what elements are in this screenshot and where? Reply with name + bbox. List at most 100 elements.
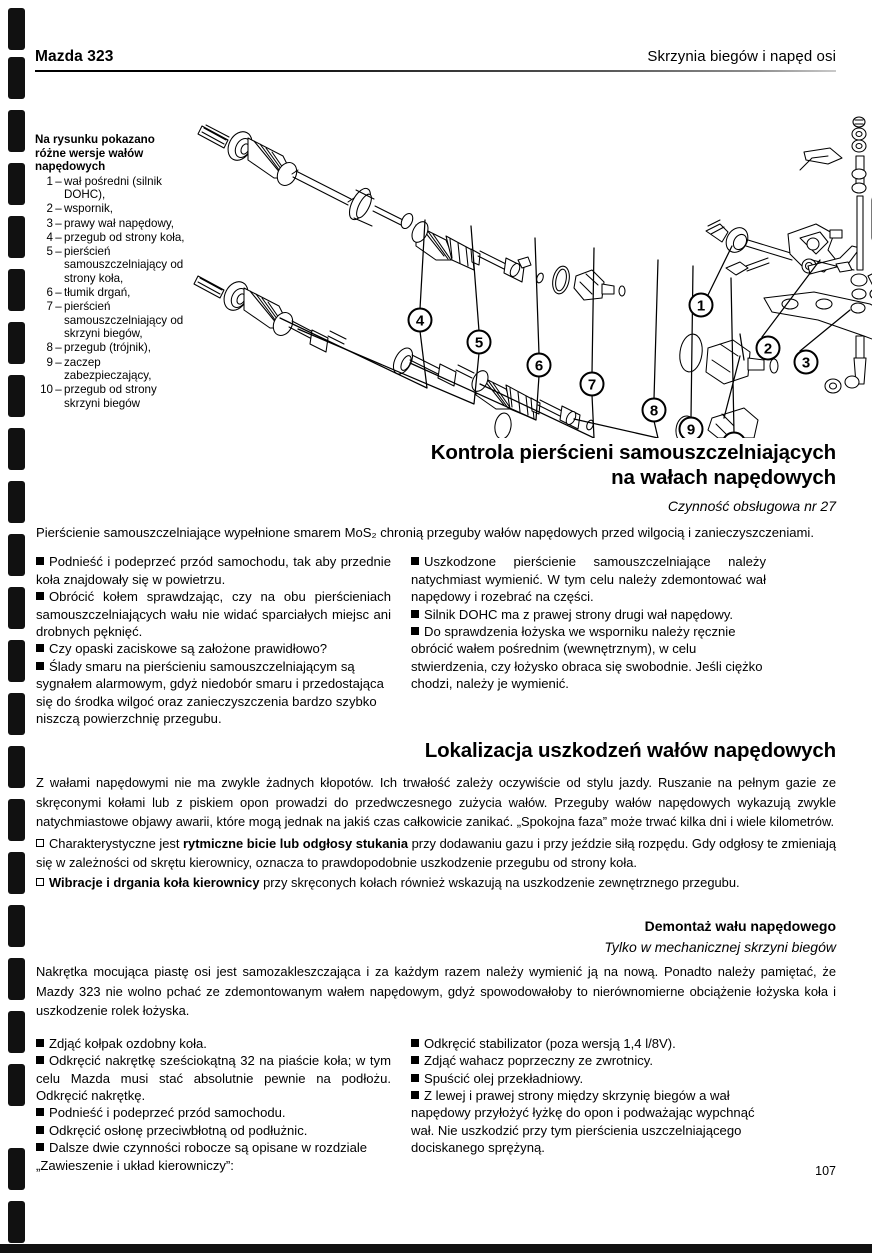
bullet-item: Do sprawdzenia łożyska we wsporniku nale… bbox=[411, 623, 766, 693]
legend-item-dash: – bbox=[55, 355, 62, 369]
spine-mark bbox=[8, 587, 25, 629]
bullet-square-icon bbox=[411, 1091, 419, 1099]
bullet-text: Spuścić olej przekładniowy. bbox=[424, 1070, 584, 1086]
lower-driveshaft bbox=[193, 275, 594, 438]
bullet-text: Odkręcić osłonę przeciwbłotną od podłużn… bbox=[49, 1122, 308, 1138]
section-ring-inspection: Kontrola pierścieni samouszczelniających… bbox=[36, 440, 836, 727]
ring-intro-paragraph: Pierścienie samouszczelniające wypełnion… bbox=[36, 525, 814, 540]
header-section-title: Skrzynia biegów i napęd osi bbox=[647, 48, 836, 65]
legend-item: 8–przegub (trójnik), bbox=[35, 341, 187, 355]
spine-mark bbox=[8, 534, 25, 576]
bullet-item: Dalsze dwie czynności robocze są opisane… bbox=[36, 1139, 391, 1174]
bullet-item: Odkręcić stabilizator (poza wersją 1,4 l… bbox=[411, 1035, 766, 1052]
legend-item: 9–zaczep zabezpieczający, bbox=[35, 356, 187, 383]
bullet-text: Z lewej i prawej strony między skrzynię … bbox=[411, 1088, 755, 1156]
bullet-item: Podnieść i podeprzeć przód samochodu, ta… bbox=[36, 553, 391, 588]
legend-title-line-1: Na rysunku pokazano bbox=[35, 133, 155, 146]
callout-4: 4 bbox=[407, 307, 433, 333]
upper-driveshaft bbox=[197, 124, 626, 301]
spine-mark bbox=[8, 852, 25, 894]
legend-item-number: 2 bbox=[46, 202, 53, 216]
section-fault-location: Lokalizacja uszkodzeń wałów napędowych Z… bbox=[36, 738, 836, 893]
legend-item-number: 10 bbox=[40, 383, 53, 397]
spine-mark bbox=[8, 905, 25, 947]
legend-item-label: przegub od strony skrzyni biegów bbox=[64, 383, 157, 410]
spine-mark bbox=[8, 958, 25, 1000]
callout-label: 8 bbox=[650, 403, 658, 420]
legend-item-label: wspornik, bbox=[64, 202, 113, 216]
callout-2: 2 bbox=[755, 335, 781, 361]
callout-6: 6 bbox=[526, 352, 552, 378]
bullet-item: Silnik DOHC ma z prawej strony drugi wał… bbox=[411, 606, 766, 623]
bullet-square-icon bbox=[411, 1073, 419, 1082]
bullet-square-icon bbox=[411, 557, 419, 566]
bullet-square-icon bbox=[411, 627, 419, 636]
ring-bullets-left: Podnieść i podeprzeć przód samochodu, ta… bbox=[36, 553, 391, 727]
bullet-text: Do sprawdzenia łożyska we wsporniku nale… bbox=[411, 624, 763, 692]
bottom-black-bar bbox=[0, 1244, 872, 1253]
transmission-suspension-assembly bbox=[763, 116, 872, 394]
legend-item: 7–pierścień samouszczelniający od skrzyn… bbox=[35, 300, 187, 341]
callout-label: 6 bbox=[535, 358, 543, 375]
bullet-square-icon bbox=[36, 1108, 44, 1117]
legend-item-dash: – bbox=[55, 216, 62, 230]
callout-1: 1 bbox=[688, 292, 714, 318]
header-rule bbox=[35, 70, 836, 73]
bullet-item: Czy opaski zaciskowe są założone prawidł… bbox=[36, 640, 391, 657]
spine-mark bbox=[8, 746, 25, 788]
bullet-item: Odkręcić nakrętkę sześciokątną 32 na pia… bbox=[36, 1052, 391, 1104]
spine-mark bbox=[8, 1148, 25, 1190]
legend-item: 6–tłumik drgań, bbox=[35, 286, 187, 300]
section-fault-location-title: Lokalizacja uszkodzeń wałów napędowych bbox=[424, 739, 836, 762]
fault-item-emphasis: rytmiczne bicie lub odgłosy stukania bbox=[183, 835, 409, 851]
section-shaft-removal: Demontaż wału napędowego Tylko w mechani… bbox=[36, 918, 836, 1174]
legend-title: Na rysunku pokazano różne wersje wałów n… bbox=[35, 133, 187, 174]
spine-mark bbox=[8, 163, 25, 205]
legend-item: 2–wspornik, bbox=[35, 202, 187, 216]
bullet-square-icon bbox=[36, 1038, 44, 1047]
removal-subtitle: Tylko w mechanicznej skrzyni biegów bbox=[604, 939, 836, 955]
spine-mark bbox=[8, 428, 25, 470]
legend-item-label: przegub (trójnik), bbox=[64, 341, 151, 355]
callout-label: 3 bbox=[802, 355, 810, 372]
callout-8: 8 bbox=[641, 397, 667, 423]
fault-item-post-text: przy dodawaniu gazu i przy jeździe siłą … bbox=[36, 835, 836, 871]
callout-leaders bbox=[279, 219, 851, 438]
fault-item-list: Charakterystyczne jest rytmiczne bicie l… bbox=[36, 834, 836, 893]
page-number: 107 bbox=[815, 1164, 836, 1178]
legend-title-line-2: różne wersje wałów bbox=[35, 146, 144, 160]
legend-item-label: pierścień samouszczelniający od strony k… bbox=[64, 244, 184, 285]
legend-item-dash: – bbox=[55, 174, 62, 188]
spine-mark bbox=[8, 1011, 25, 1053]
bullet-item: Spuścić olej przekładniowy. bbox=[411, 1070, 766, 1087]
legend-item-dash: – bbox=[55, 383, 62, 397]
bullet-text: Zdjąć wahacz poprzeczny ze zwrotnicy. bbox=[424, 1053, 653, 1069]
spine-mark bbox=[8, 481, 25, 523]
spine-mark bbox=[8, 269, 25, 311]
ring-title-line-2: na wałach napędowych bbox=[611, 466, 836, 489]
bullet-item: Ślady smaru na pierścieniu samouszczelni… bbox=[36, 658, 391, 728]
bullet-text: Zdjąć kołpak ozdobny koła. bbox=[49, 1035, 207, 1051]
legend-item-number: 5 bbox=[46, 244, 53, 258]
legend-item-number: 9 bbox=[46, 355, 53, 369]
legend-item-label: zaczep zabezpieczający, bbox=[64, 355, 152, 383]
callout-9: 9 bbox=[678, 416, 704, 438]
bullet-text: Obrócić kołem sprawdzając, czy na obu pi… bbox=[36, 589, 391, 640]
legend-item-number: 8 bbox=[46, 341, 53, 355]
bullet-item: Uszkodzone pierścienie samouszczelniając… bbox=[411, 553, 766, 605]
legend-item-number: 1 bbox=[46, 174, 53, 188]
bullet-square-icon bbox=[411, 1038, 419, 1047]
spine-mark bbox=[8, 640, 25, 682]
bullet-text: Podnieść i podeprzeć przód samochodu. bbox=[49, 1105, 286, 1121]
legend-title-line-3: napędowych bbox=[35, 160, 106, 174]
bullet-item: Odkręcić osłonę przeciwbłotną od podłużn… bbox=[36, 1122, 391, 1139]
legend-item: 4–przegub od strony koła, bbox=[35, 231, 187, 245]
fault-item-emphasis: Wibracje i drgania koła kierownicy bbox=[49, 874, 260, 890]
callout-label: 4 bbox=[416, 313, 425, 330]
diagram-svg: 45678910123 bbox=[193, 116, 872, 438]
bullet-item: Z lewej i prawej strony między skrzynię … bbox=[411, 1087, 766, 1157]
callout-circles: 45678910123 bbox=[407, 292, 819, 438]
callout-10: 10 bbox=[723, 431, 745, 438]
spine-mark bbox=[8, 375, 25, 417]
bullet-text: Ślady smaru na pierścieniu samouszczelni… bbox=[36, 658, 384, 727]
